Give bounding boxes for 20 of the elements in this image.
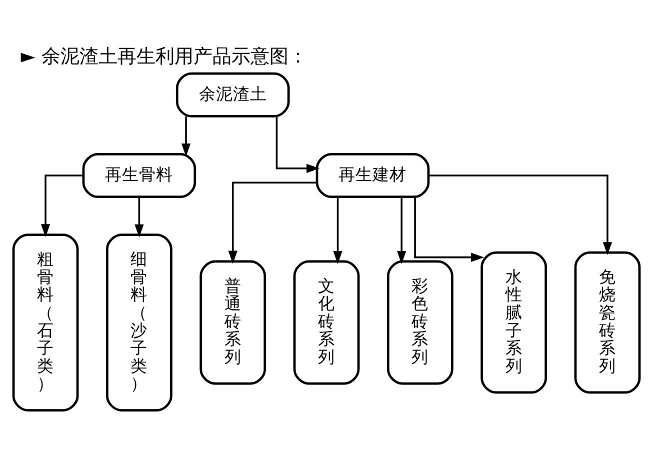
arrow: [228, 181, 317, 264]
arrow: [40, 174, 84, 237]
node-box: 粗骨料（石子类）: [12, 233, 79, 411]
node-box: 水性腻子系列: [480, 250, 547, 394]
arrow: [397, 196, 406, 264]
arrow: [276, 116, 320, 172]
node-box: 再生骨料: [82, 152, 196, 198]
node-box: 余泥渣土: [176, 72, 290, 117]
diagram-title: ► 余泥渣土再生利用产品示意图：: [20, 45, 308, 68]
node-box: 细骨料（沙子类）: [106, 233, 172, 411]
arrow: [428, 174, 612, 255]
arrow: [333, 196, 342, 264]
arrow: [414, 196, 484, 262]
node-box: 文化砖系列: [293, 260, 360, 384]
node-box: 免烧瓷砖系列: [574, 250, 641, 394]
node-box: 普通砖系列: [200, 260, 266, 384]
node-box: 再生建材: [316, 152, 430, 198]
arrow: [181, 116, 191, 156]
node-box: 彩色砖系列: [386, 260, 454, 384]
arrow: [134, 196, 144, 237]
